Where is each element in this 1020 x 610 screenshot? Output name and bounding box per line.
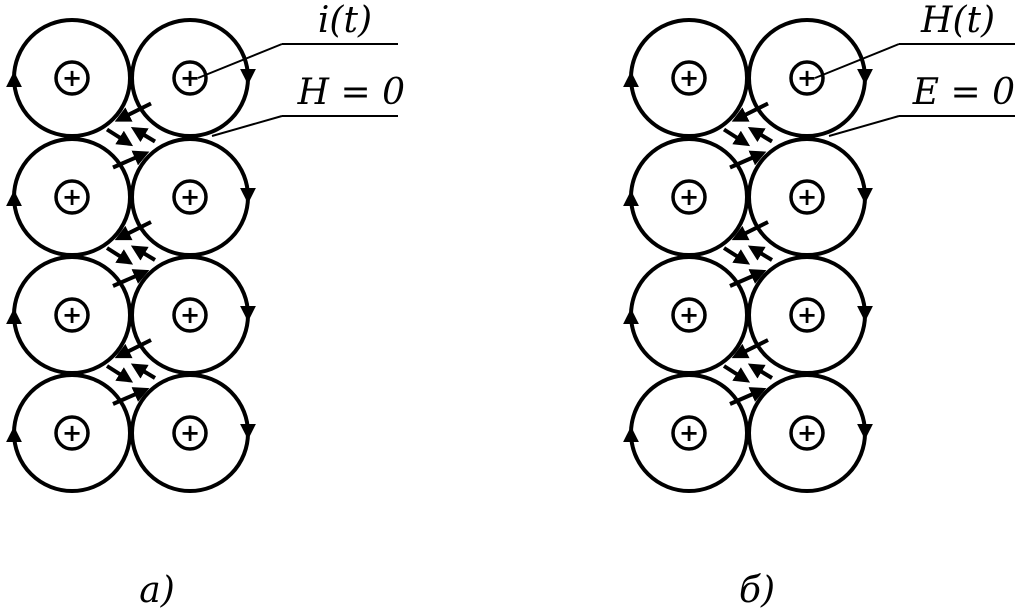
crossing-arrow bbox=[112, 269, 150, 288]
crossing-arrow bbox=[722, 246, 751, 265]
conductor-cell: + bbox=[12, 255, 132, 375]
crossing-arrow bbox=[722, 364, 751, 383]
crossing-arrow bbox=[114, 220, 152, 241]
conductor-grid-b: + + + + + + + + bbox=[629, 18, 867, 493]
conductor-ring bbox=[671, 415, 707, 451]
conductor-cell: + bbox=[130, 255, 250, 375]
current-direction-symbol: + bbox=[797, 419, 817, 447]
conductor-ring bbox=[54, 179, 90, 215]
boundary-label: E = 0 bbox=[912, 72, 1015, 113]
crossing-arrow bbox=[112, 150, 150, 170]
leader-lines-b bbox=[814, 43, 1015, 137]
crossing-arrow bbox=[747, 363, 774, 380]
boundary-leader-line bbox=[211, 115, 283, 137]
conductor-cell: + bbox=[629, 137, 749, 257]
conductor-cell: + bbox=[747, 255, 867, 375]
current-direction-symbol: + bbox=[180, 419, 200, 447]
conductor-cell: + bbox=[12, 18, 132, 138]
conductor-cell: + bbox=[747, 18, 867, 138]
conductor-ring bbox=[54, 415, 90, 451]
crossing-arrow bbox=[731, 101, 769, 122]
current-direction-symbol: + bbox=[180, 183, 200, 211]
current-direction-symbol: + bbox=[62, 419, 82, 447]
conductor-ring bbox=[671, 179, 707, 215]
conductor-cell: + bbox=[629, 18, 749, 138]
conductor-ring bbox=[54, 60, 90, 96]
conductor-cell: + bbox=[12, 373, 132, 493]
conductor-cell: + bbox=[747, 373, 867, 493]
field-label: H(t) bbox=[920, 0, 995, 41]
conductor-cell: + bbox=[747, 137, 867, 257]
field-leader-line bbox=[814, 43, 900, 79]
current-direction-symbol: + bbox=[180, 64, 200, 92]
current-direction-symbol: + bbox=[679, 301, 699, 329]
panel-caption: б) bbox=[739, 570, 775, 610]
conductor-ring bbox=[172, 60, 208, 96]
field-arrows-b bbox=[623, 68, 873, 443]
crossing-arrow bbox=[130, 127, 157, 144]
conductor-ring bbox=[54, 297, 90, 333]
wire-leader-line bbox=[197, 43, 283, 79]
conductor-grid-a: + + + + + + + + bbox=[12, 18, 250, 493]
conductor-ring bbox=[789, 60, 825, 96]
conductor-ring bbox=[172, 179, 208, 215]
crossing-arrow bbox=[105, 364, 134, 383]
conductor-ring bbox=[671, 297, 707, 333]
panel-a: + + + + + + + + i(t) H = 0 a) bbox=[6, 0, 405, 610]
current-direction-symbol: + bbox=[180, 301, 200, 329]
wire-label: i(t) bbox=[318, 0, 372, 41]
panel-caption: a) bbox=[139, 570, 175, 610]
current-direction-symbol: + bbox=[62, 183, 82, 211]
conductor-ring bbox=[172, 415, 208, 451]
current-direction-symbol: + bbox=[797, 183, 817, 211]
crossing-arrow bbox=[105, 246, 134, 265]
panel-b: + + + + + + + + H(t) E = 0 б) bbox=[623, 0, 1015, 610]
leader-lines-a bbox=[197, 43, 398, 137]
crossing-arrow bbox=[105, 127, 134, 147]
conductor-cell: + bbox=[12, 137, 132, 257]
crossing-arrow bbox=[114, 338, 152, 359]
boundary-label: H = 0 bbox=[297, 72, 405, 113]
crossing-arrow bbox=[722, 127, 751, 147]
crossing-arrow bbox=[731, 220, 769, 241]
conductor-cell: + bbox=[629, 373, 749, 493]
crossing-arrow bbox=[729, 387, 767, 406]
boundary-leader-line bbox=[828, 115, 900, 137]
conductor-ring bbox=[789, 415, 825, 451]
current-direction-symbol: + bbox=[62, 301, 82, 329]
crossing-arrow bbox=[729, 150, 767, 170]
conductor-cell: + bbox=[130, 18, 250, 138]
current-direction-symbol: + bbox=[62, 64, 82, 92]
crossing-arrow bbox=[747, 127, 774, 144]
conductor-ring bbox=[671, 60, 707, 96]
crossing-arrow bbox=[731, 338, 769, 359]
crossing-arrow bbox=[114, 101, 152, 122]
current-direction-symbol: + bbox=[797, 64, 817, 92]
crossing-arrow bbox=[130, 245, 157, 262]
current-direction-symbol: + bbox=[679, 64, 699, 92]
conductor-cell: + bbox=[130, 373, 250, 493]
conductor-ring bbox=[789, 179, 825, 215]
crossing-arrow bbox=[130, 363, 157, 380]
conductor-cell: + bbox=[130, 137, 250, 257]
current-direction-symbol: + bbox=[679, 419, 699, 447]
conductor-ring bbox=[789, 297, 825, 333]
crossing-arrow bbox=[112, 387, 150, 406]
field-arrows-a bbox=[6, 68, 256, 443]
crossing-arrow bbox=[729, 269, 767, 288]
conductor-cell: + bbox=[629, 255, 749, 375]
conductor-ring bbox=[172, 297, 208, 333]
crossing-arrow bbox=[747, 245, 774, 262]
current-direction-symbol: + bbox=[797, 301, 817, 329]
current-direction-symbol: + bbox=[679, 183, 699, 211]
